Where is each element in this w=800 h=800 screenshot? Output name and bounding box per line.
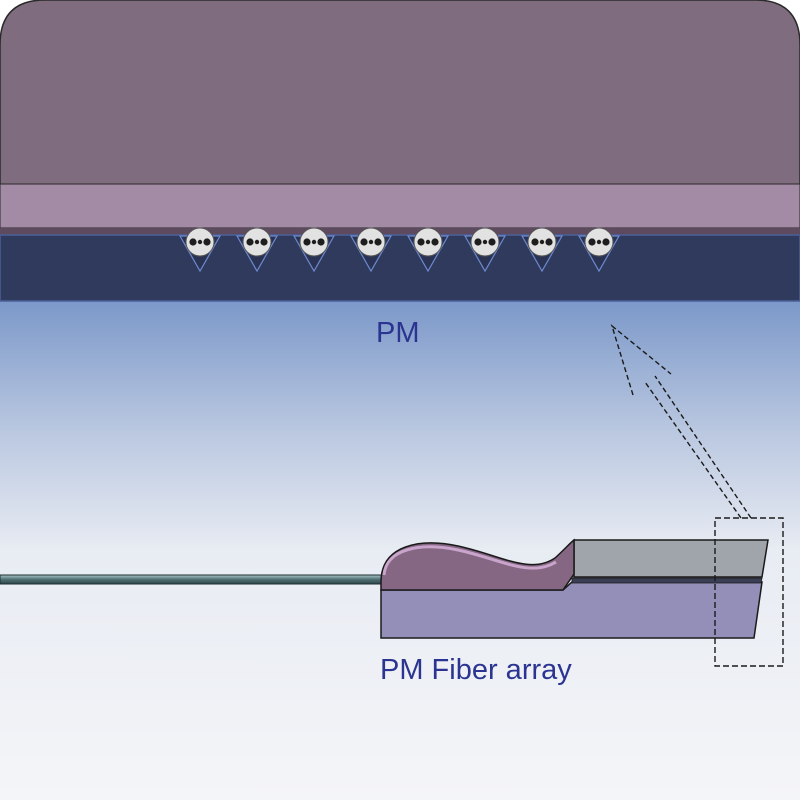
stress-rod — [203, 238, 211, 246]
pm-label: PM — [376, 317, 420, 349]
lid-block — [0, 0, 800, 186]
pm-fiber-8 — [577, 227, 621, 273]
pm-fiber-7 — [520, 227, 564, 273]
pm-fiber-5 — [406, 227, 450, 273]
fiber-array-glass-seam — [571, 577, 763, 584]
fiber-core — [311, 239, 317, 245]
fiber-core — [425, 239, 431, 245]
fiber-core — [254, 239, 260, 245]
fiber-core — [482, 239, 488, 245]
stress-rod — [246, 238, 254, 246]
lid-bottom-strip — [0, 228, 800, 235]
stress-rod — [488, 238, 496, 246]
fiber-row — [178, 227, 621, 273]
fiber-array-glass — [573, 539, 769, 578]
fiber-array-lid — [380, 538, 575, 591]
stress-rod — [374, 238, 382, 246]
stress-rod — [431, 238, 439, 246]
fiber-core — [596, 239, 602, 245]
pm-fiber-2 — [235, 227, 279, 273]
stress-rod — [303, 238, 311, 246]
stress-rod — [189, 238, 197, 246]
stress-rod — [545, 238, 553, 246]
pm-fiber-array-label: PM Fiber array — [380, 654, 572, 686]
fiber-lead — [0, 574, 387, 585]
fiber-core — [368, 239, 374, 245]
stress-rod — [602, 238, 610, 246]
v-groove-chip — [0, 234, 800, 302]
callout-arrow — [610, 324, 752, 519]
lid-band — [0, 183, 800, 229]
stress-rod — [474, 238, 482, 246]
stress-rod — [531, 238, 539, 246]
pm-fiber-6 — [463, 227, 507, 273]
stress-rod — [360, 238, 368, 246]
stress-rod — [588, 238, 596, 246]
stress-rod — [417, 238, 425, 246]
fiber-core — [539, 239, 545, 245]
stress-rod — [317, 238, 325, 246]
pm-fiber-3 — [292, 227, 336, 273]
fiber-array-lid-highlight — [382, 545, 557, 576]
stress-rod — [260, 238, 268, 246]
pm-fiber-4 — [349, 227, 393, 273]
pm-fiber-1 — [178, 227, 222, 273]
fiber-core — [197, 239, 203, 245]
